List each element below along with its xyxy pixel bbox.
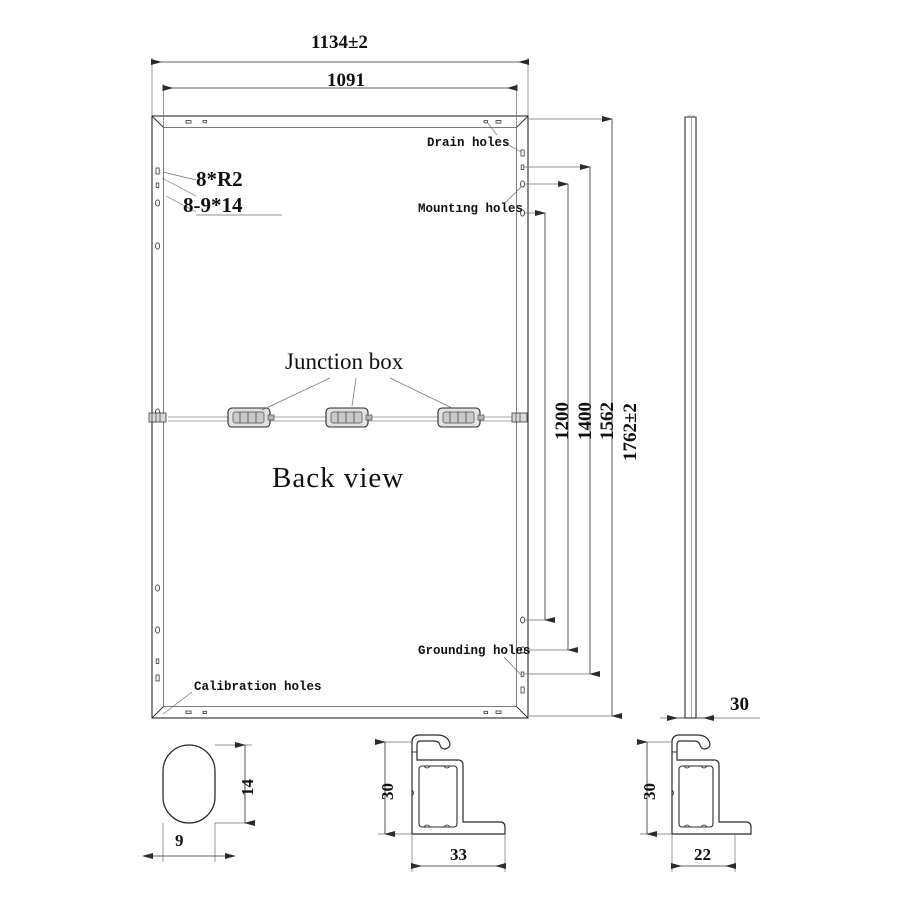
junction-box-1 <box>227 407 275 428</box>
callout-calibration-holes: Calibration holes <box>194 680 322 694</box>
dimension-side-thickness-label: 30 <box>730 694 749 715</box>
top-bottom-rail-holes <box>185 120 502 714</box>
callout-slot-spec: 8-9*14 <box>183 193 243 217</box>
dimension-frame-short-width-label: 22 <box>694 845 711 864</box>
dimension-overall-width <box>151 58 529 116</box>
dimension-inner-width-label: 1091 <box>327 70 365 91</box>
detail-frame-profile-short <box>637 734 752 872</box>
dimension-1200-label: 1200 <box>552 402 573 440</box>
dimension-frame-long-height-label: 30 <box>378 783 397 800</box>
dimension-frame-long-width-label: 33 <box>450 845 467 864</box>
callout-drain-holes: Drain holes <box>427 136 510 150</box>
junction-box-3 <box>437 407 485 428</box>
side-elevation-view <box>660 114 760 721</box>
callout-leaders <box>161 121 523 715</box>
junction-box-2 <box>325 407 373 428</box>
dimension-frame-short-height-label: 30 <box>640 783 659 800</box>
detail-frame-profile-long <box>375 734 506 872</box>
detail-slot-section <box>142 742 255 862</box>
left-rail-holes <box>155 167 161 682</box>
callout-grounding-holes: Grounding holes <box>418 644 531 658</box>
dimension-slot-height-label: 14 <box>238 779 257 796</box>
dimension-1400-label: 1400 <box>575 402 596 440</box>
dimension-vertical-lines <box>535 116 622 719</box>
dimension-inner-width <box>162 84 518 128</box>
dimension-1562-label: 1562 <box>597 402 618 440</box>
dimension-slot-width-label: 9 <box>175 831 184 850</box>
callout-corner-radius: 8*R2 <box>196 167 243 191</box>
label-back-view: Back view <box>272 462 405 494</box>
dimension-overall-height-label: 1762±2 <box>620 403 641 461</box>
cable-connector-right <box>511 412 528 423</box>
label-junction-box: Junction box <box>285 349 404 374</box>
junction-box-assembly <box>148 377 528 428</box>
dimension-overall-width-label: 1134±2 <box>311 32 368 53</box>
cable-connector-left <box>148 412 167 423</box>
callout-mounting-holes: Mountıng holes <box>418 202 524 216</box>
